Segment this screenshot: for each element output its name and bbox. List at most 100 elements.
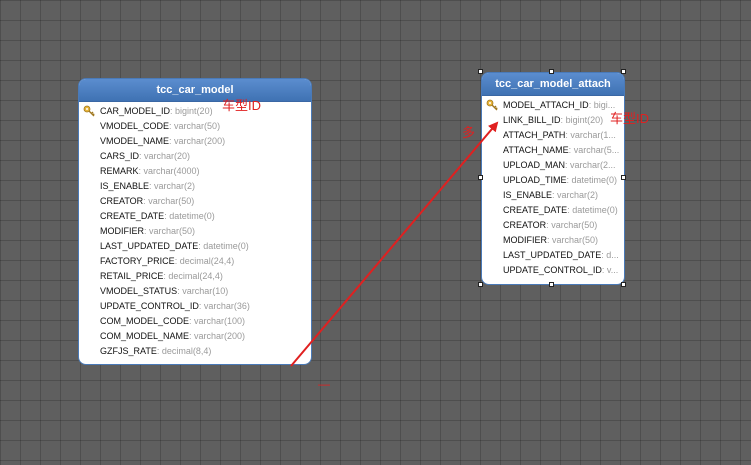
table-field[interactable]: FACTORY_PRICE: decimal(24,4) <box>100 256 235 266</box>
table-field[interactable]: COM_MODEL_CODE: varchar(100) <box>100 316 246 326</box>
field-type: varchar(2) <box>557 190 599 200</box>
field-type: varchar(200) <box>194 331 246 341</box>
resize-handle-s[interactable] <box>549 282 554 287</box>
field-name: LINK_BILL_ID <box>503 115 561 125</box>
field-type: decimal(24,4) <box>168 271 223 281</box>
primary-key-field[interactable]: MODEL_ATTACH_ID: bigi... <box>482 98 624 113</box>
field-name: MODEL_ATTACH_ID <box>503 100 589 110</box>
resize-handle-sw[interactable] <box>478 282 483 287</box>
field-type: varchar(36) <box>203 301 250 311</box>
field-type: varchar(200) <box>174 136 226 146</box>
field-name: UPDATE_CONTROL_ID <box>100 301 199 311</box>
field-type: varchar(100) <box>194 316 246 326</box>
field-name: VMODEL_NAME <box>100 136 170 146</box>
field-type: varchar(20) <box>144 151 191 161</box>
field-name: ATTACH_NAME <box>503 145 569 155</box>
table-field[interactable]: VMODEL_NAME: varchar(200) <box>100 136 226 146</box>
field-name: CARS_ID <box>100 151 140 161</box>
field-type: datetime(0) <box>169 211 215 221</box>
field-list: MODEL_ATTACH_ID: bigi... LINK_BILL_ID: bi… <box>482 96 624 278</box>
field-list: CAR_MODEL_ID: bigint(20) VMODEL_CODE: var… <box>79 102 311 359</box>
resize-handle-nw[interactable] <box>478 69 483 74</box>
table-field[interactable]: LINK_BILL_ID: bigint(20) <box>503 115 604 125</box>
field-type: varchar(50) <box>149 226 196 236</box>
field-name: LAST_UPDATED_DATE <box>503 250 602 260</box>
table-field[interactable]: ATTACH_PATH: varchar(1... <box>503 130 616 140</box>
key-icon <box>83 105 95 117</box>
field-type: varchar(50) <box>552 235 599 245</box>
field-type: varchar(10) <box>182 286 229 296</box>
field-name: MODIFIER <box>503 235 547 245</box>
resize-handle-ne[interactable] <box>621 69 626 74</box>
field-type: varchar(50) <box>174 121 221 131</box>
table-field[interactable]: VMODEL_CODE: varchar(50) <box>100 121 221 131</box>
table-tcc-car-model-attach[interactable]: tcc_car_model_attach MODEL_ATTACH_ID: bi… <box>481 72 625 285</box>
table-field[interactable]: UPLOAD_MAN: varchar(2... <box>503 160 616 170</box>
table-tcc-car-model[interactable]: tcc_car_model CAR_MODEL_ID: bigint(20) VM… <box>78 78 312 365</box>
field-type: v... <box>606 265 619 275</box>
field-name: GZFJS_RATE <box>100 346 157 356</box>
table-field[interactable]: REMARK: varchar(4000) <box>100 166 200 176</box>
field-type: varchar(50) <box>148 196 195 206</box>
table-field[interactable]: RETAIL_PRICE: decimal(24,4) <box>100 271 223 281</box>
field-name: IS_ENABLE <box>100 181 150 191</box>
field-name: MODIFIER <box>100 226 144 236</box>
field-type: datetime(0) <box>572 205 618 215</box>
field-name: IS_ENABLE <box>503 190 553 200</box>
table-field[interactable]: MODIFIER: varchar(50) <box>503 235 599 245</box>
field-type: varchar(50) <box>551 220 598 230</box>
annotation-t2-link: 车型ID <box>610 111 650 126</box>
table-field[interactable]: MODIFIER: varchar(50) <box>100 226 196 236</box>
field-type: bigi... <box>593 100 616 110</box>
table-title: tcc_car_model <box>79 79 311 102</box>
field-type: datetime(0) <box>571 175 618 185</box>
field-name: LAST_UPDATED_DATE <box>100 241 199 251</box>
field-name: CREATOR <box>100 196 144 206</box>
field-name: CREATE_DATE <box>100 211 165 221</box>
resize-handle-se[interactable] <box>621 282 626 287</box>
table-field[interactable]: UPDATE_CONTROL_ID: v... <box>503 265 619 275</box>
table-field[interactable]: UPLOAD_TIME: datetime(0) <box>503 175 618 185</box>
field-type: varchar(2) <box>154 181 196 191</box>
table-field[interactable]: LAST_UPDATED_DATE: d... <box>503 250 619 260</box>
table-field[interactable]: CREATOR: varchar(50) <box>100 196 195 206</box>
field-name: UPLOAD_TIME <box>503 175 567 185</box>
resize-handle-e[interactable] <box>621 175 626 180</box>
key-icon <box>486 99 498 111</box>
field-name: REMARK <box>100 166 139 176</box>
table-title: tcc_car_model_attach <box>482 73 624 96</box>
table-field[interactable]: IS_ENABLE: varchar(2) <box>100 181 196 191</box>
resize-handle-n[interactable] <box>549 69 554 74</box>
field-name: COM_MODEL_NAME <box>100 331 190 341</box>
field-name: UPLOAD_MAN <box>503 160 566 170</box>
table-field[interactable]: CREATE_DATE: datetime(0) <box>100 211 215 221</box>
resize-handle-w[interactable] <box>478 175 483 180</box>
field-name: CREATOR <box>503 220 547 230</box>
table-field[interactable]: UPDATE_CONTROL_ID: varchar(36) <box>100 301 250 311</box>
field-name: VMODEL_STATUS <box>100 286 178 296</box>
field-type: varchar(1... <box>570 130 616 140</box>
table-field[interactable]: CARS_ID: varchar(20) <box>100 151 191 161</box>
table-field[interactable]: VMODEL_STATUS: varchar(10) <box>100 286 229 296</box>
field-name: CREATE_DATE <box>503 205 568 215</box>
annotation-one: — <box>318 377 330 391</box>
table-field[interactable]: ATTACH_NAME: varchar(5... <box>503 145 620 155</box>
table-field[interactable]: LAST_UPDATED_DATE: datetime(0) <box>100 241 249 251</box>
table-field[interactable]: CREATE_DATE: datetime(0) <box>503 205 618 215</box>
table-field[interactable]: IS_ENABLE: varchar(2) <box>503 190 599 200</box>
field-name: VMODEL_CODE <box>100 121 170 131</box>
table-field[interactable]: GZFJS_RATE: decimal(8,4) <box>100 346 212 356</box>
field-name: ATTACH_PATH <box>503 130 566 140</box>
primary-key-field[interactable]: CAR_MODEL_ID: bigint(20) <box>79 104 311 119</box>
field-name: RETAIL_PRICE <box>100 271 164 281</box>
table-field[interactable]: COM_MODEL_NAME: varchar(200) <box>100 331 246 341</box>
field-name: UPDATE_CONTROL_ID <box>503 265 602 275</box>
annotation-t1-key: 车型ID <box>222 98 262 113</box>
field-type: bigint(20) <box>565 115 604 125</box>
field-type: datetime(0) <box>203 241 249 251</box>
field-type: varchar(2... <box>570 160 616 170</box>
field-type: decimal(8,4) <box>161 346 212 356</box>
table-field[interactable]: CREATOR: varchar(50) <box>503 220 598 230</box>
annotation-many: 多 <box>462 125 476 140</box>
